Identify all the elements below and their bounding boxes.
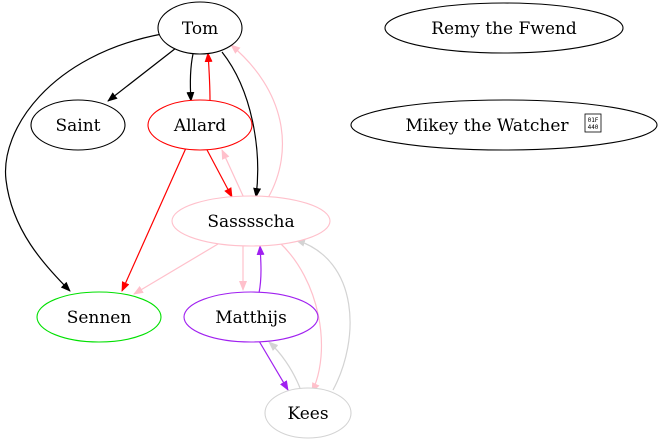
node-sasssscha-label: Sasssscha — [207, 212, 294, 232]
edge-allard-to-tom — [204, 52, 213, 102]
edge-sasssscha-to-allard — [221, 149, 245, 199]
node-sennen[interactable]: Sennen — [36, 291, 162, 343]
edge-tom-to-allard — [186, 53, 195, 102]
node-matthijs[interactable]: Matthijs — [183, 291, 319, 343]
node-mikey[interactable]: Mikey the Watcher 01F 440 — [350, 99, 658, 151]
edge-tom-to-sennen — [4, 33, 163, 292]
edge-tom-to-saint — [107, 47, 177, 102]
node-saint-label: Saint — [56, 116, 101, 136]
node-kees[interactable]: Kees — [264, 387, 352, 439]
edge-tom-to-sasssscha — [221, 51, 262, 198]
edge-sasssscha-to-tom — [230, 44, 284, 199]
edge-kees-to-matthijs — [268, 341, 301, 389]
node-sasssscha[interactable]: Sasssscha — [171, 195, 331, 247]
edge-matthijs-to-kees — [258, 340, 289, 391]
node-remy[interactable]: Remy the Fwend — [384, 2, 624, 54]
edge-kees-to-sasssscha — [295, 238, 351, 391]
node-tom-label: Tom — [182, 19, 218, 39]
node-allard-label: Allard — [173, 116, 226, 136]
node-remy-label: Remy the Fwend — [431, 19, 577, 39]
edge-allard-to-sasssscha — [205, 147, 233, 198]
missing-glyph-code-top: 01F — [588, 117, 599, 124]
node-sennen-label: Sennen — [67, 308, 132, 328]
edges — [4, 33, 351, 393]
missing-glyph-icon: 01F 440 — [584, 113, 602, 133]
node-mikey-label: Mikey the Watcher — [405, 116, 569, 136]
missing-glyph-code-bottom: 440 — [588, 124, 599, 131]
node-matthijs-label: Matthijs — [215, 308, 287, 328]
node-allard[interactable]: Allard — [147, 99, 253, 151]
node-kees-label: Kees — [287, 404, 328, 424]
edge-sasssscha-to-sennen — [133, 243, 219, 295]
edge-matthijs-to-sasssscha — [256, 245, 265, 294]
edge-allard-to-sennen — [121, 147, 187, 292]
node-tom[interactable]: Tom — [157, 1, 243, 55]
node-saint[interactable]: Saint — [30, 99, 126, 151]
